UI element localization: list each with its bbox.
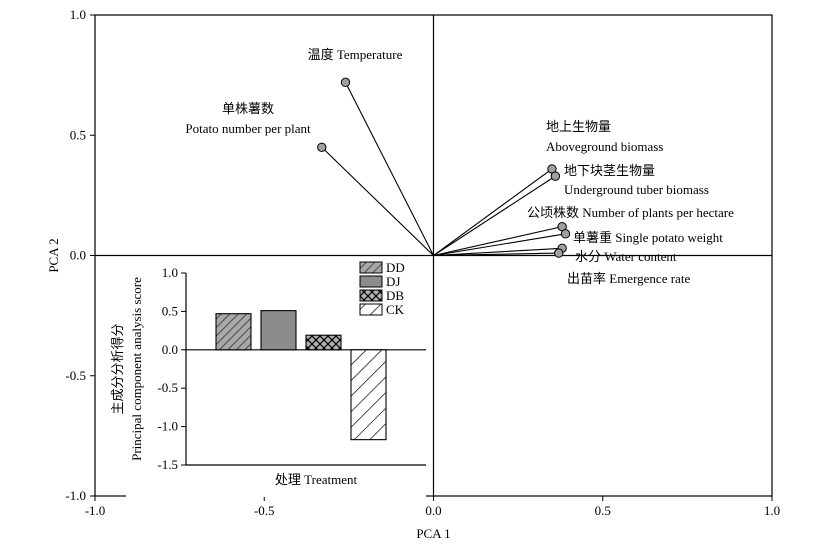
inset-x-axis-label: 处理 Treatment <box>275 472 358 487</box>
legend-swatch-dj <box>359 275 383 288</box>
loading-vector <box>344 82 434 256</box>
x-tick-label: 0.0 <box>425 503 441 518</box>
y-axis-label: PCA 2 <box>46 238 61 272</box>
loading-label: Aboveground biomass <box>546 139 663 154</box>
loading-point <box>550 171 561 181</box>
inset-y-tick-label: 0.5 <box>162 303 178 318</box>
bar-ck <box>350 349 387 441</box>
legend-label: DB <box>386 288 404 303</box>
legend-label: CK <box>386 302 405 317</box>
loading-point <box>554 248 564 258</box>
loading-vector <box>433 233 566 257</box>
loading-label: 温度 Temperature <box>308 47 403 62</box>
y-tick-label: 0.0 <box>70 248 86 263</box>
inset-y-tick-label: -1.5 <box>157 457 178 472</box>
bar-dj <box>260 310 297 351</box>
x-tick-label: 0.5 <box>595 503 611 518</box>
x-axis-label: PCA 1 <box>416 526 450 541</box>
inset-y-axis-label: 主成分分析得分 <box>110 323 125 414</box>
loading-vector <box>321 146 434 256</box>
loading-label: 地上生物量 <box>546 119 611 134</box>
loading-vector <box>433 168 553 256</box>
y-tick-label: 1.0 <box>70 7 86 22</box>
inset-y-tick-label: 0.0 <box>162 342 178 357</box>
x-tick-label: -0.5 <box>254 503 275 518</box>
bar-dd <box>215 313 252 351</box>
y-tick-label: -0.5 <box>65 368 86 383</box>
x-tick-label: -1.0 <box>85 503 106 518</box>
loading-vector <box>433 175 556 256</box>
x-tick-label: 1.0 <box>764 503 780 518</box>
loading-label: 单株薯数 <box>222 101 274 116</box>
score-bar-chart: -1.5 -1.0 -0.5 0.0 0.5 1.0 处理 Treatment 主成分分析得分… <box>110 257 426 497</box>
inset-y-tick-label: 1.0 <box>162 265 178 280</box>
loading-point <box>317 142 327 152</box>
y-tick-label: -1.0 <box>65 488 86 503</box>
loading-vector <box>433 252 559 257</box>
legend-label: DJ <box>386 274 400 289</box>
loading-vector <box>433 247 563 257</box>
loading-point <box>560 229 571 239</box>
loading-label: 出苗率 Emergence rate <box>567 271 690 286</box>
legend-swatch-ck <box>359 303 383 316</box>
inset-y-tick-label: -0.5 <box>157 380 178 395</box>
loading-point <box>340 77 351 88</box>
bar-db <box>305 334 342 351</box>
loading-vector <box>433 226 563 257</box>
loading-label: Potato number per plant <box>185 121 311 136</box>
loading-label: Underground tuber biomass <box>564 182 709 197</box>
inset-y-tick-label: -1.0 <box>157 419 178 434</box>
loading-label: 公顷株数 Number of plants per hectare <box>527 205 734 220</box>
legend-label: DD <box>386 260 405 275</box>
loading-label: 地下块茎生物量 <box>564 163 655 178</box>
loading-label: 单薯重 Single potato weight <box>573 230 723 245</box>
loading-label: 水分 Water content <box>575 249 677 264</box>
inset-y-axis-label: Principal component analysis score <box>129 277 144 461</box>
legend-swatch-db <box>359 289 383 302</box>
legend-swatch-dd <box>359 261 383 274</box>
y-tick-label: 0.5 <box>70 127 86 142</box>
